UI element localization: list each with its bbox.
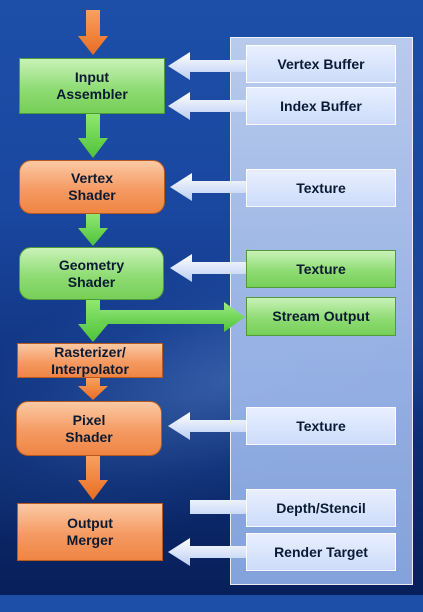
arrow-texture-to-gs [170, 254, 246, 282]
texture-resource-vs: Texture [246, 169, 396, 207]
flow-arrows [78, 10, 268, 566]
arrow-index-buffer-to-ia [168, 92, 246, 120]
output-merger-stage: Output Merger [17, 503, 163, 561]
vertex-shader-stage: Vertex Shader [19, 160, 165, 214]
pixel-shader-stage: Pixel Shader [16, 401, 162, 456]
vertex-buffer-resource: Vertex Buffer [246, 45, 396, 83]
render-target-resource: Render Target [246, 533, 396, 571]
arrow-ps-to-om [78, 456, 108, 500]
arrow-texture-to-ps [168, 412, 246, 440]
arrow-gs-to-rasterizer [78, 300, 108, 342]
geometry-shader-stage: Geometry Shader [19, 247, 164, 300]
arrow-into-input-assembler [78, 10, 108, 55]
texture-resource-gs: Texture [246, 250, 396, 288]
depth-stencil-resource: Depth/Stencil [246, 489, 396, 527]
arrow-vertex-buffer-to-ia [168, 52, 246, 80]
texture-resource-ps: Texture [246, 407, 396, 445]
index-buffer-resource: Index Buffer [246, 87, 396, 125]
arrow-ia-to-vs [78, 114, 108, 158]
arrow-gs-to-stream-output [100, 302, 245, 332]
stream-output-resource: Stream Output [246, 297, 396, 336]
arrow-texture-to-vs [170, 173, 246, 201]
arrow-render-target-to-om [168, 538, 246, 566]
input-assembler-stage: Input Assembler [19, 58, 165, 114]
arrow-rasterizer-to-ps [78, 378, 108, 400]
rasterizer-stage: Rasterizer/ Interpolator [17, 343, 163, 378]
arrow-vs-to-gs [78, 214, 108, 246]
